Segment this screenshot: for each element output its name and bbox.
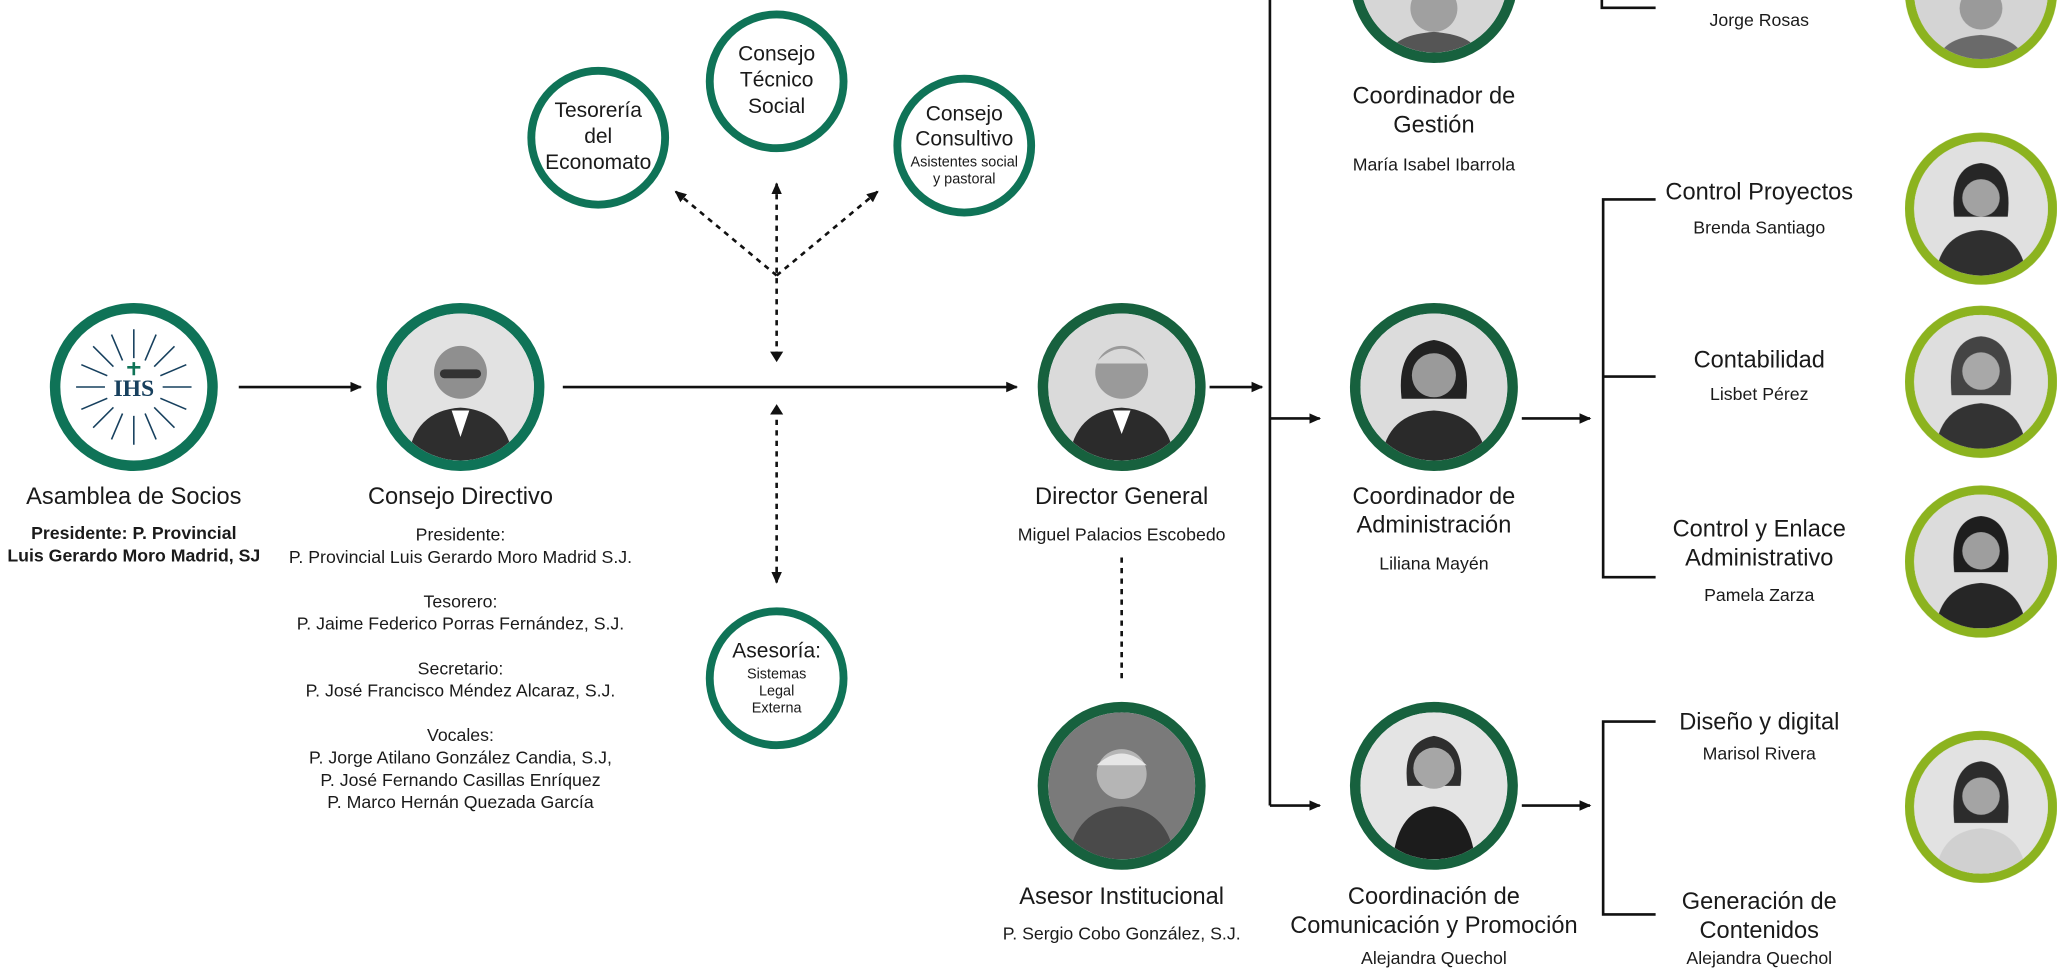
board-vocal-3: P. Marco Hernán Quezada García [327,792,594,813]
design-title: Diseño y digital [1679,708,1840,735]
technical-council-circle: Consejo Técnico Social [705,10,848,153]
dashed-up-right [775,190,879,277]
board-vocal-2: P. José Fernando Casillas Enríquez [320,770,601,790]
dashed-up-left [674,190,778,277]
board-secretary-label: Secretario: [417,658,504,679]
advisory-line-3: Externa [751,700,802,717]
administration-title-1: Coordinador de [1352,482,1516,510]
consultive-sub-1: Asistentes social [910,154,1018,171]
board-treasurer-name: P. Jaime Federico Porras Fernández, S.J. [296,613,625,634]
board-president-label: Presidente: [415,524,506,545]
consultive-sub-2: y pastoral [932,172,996,188]
board-secretary-name: P. José Francisco Méndez Alcaraz, S.J. [305,680,616,701]
accounting-photo [1904,305,2057,458]
board-treasurer-label: Tesorero: [423,591,498,612]
treasury-label-3: Economato [545,152,652,175]
board-president-photo [376,303,545,471]
advisory-line-1: Sistemas [746,666,807,682]
technical-label-1: Consejo [738,43,816,66]
management-title-2: Gestión [1393,111,1475,138]
accounting-name: Lisbet Pérez [1710,384,1809,405]
assembly-title: Asamblea de Socios [26,482,242,510]
director-photo [1037,303,1206,471]
advisor-photo [1037,701,1206,870]
projects-name: Brenda Santiago [1693,217,1826,238]
treasury-label-1: Tesorería [554,99,642,123]
board-president-name: P. Provincial Luis Gerardo Moro Madrid S… [288,547,633,567]
content-title-1: Generación de [1681,888,1837,915]
staff-top-name: Jorge Rosas [1709,10,1809,31]
communication-name: Alejandra Quechol [1361,948,1507,969]
projects-title: Control Proyectos [1665,178,1854,205]
design-name: Marisol Rivera [1702,743,1816,764]
administration-name: Liliana Mayén [1379,553,1489,574]
assembly-logo-circle: IHS [49,303,218,471]
advisory-circle: Asesoría: Sistemas Legal Externa [705,607,848,750]
bracket-comm [1601,720,1656,916]
communication-coordinator-photo [1349,701,1518,870]
communication-title-2: Comunicación y Promoción [1290,911,1578,939]
board-title: Consejo Directivo [367,482,554,510]
advisory-line-2: Legal [758,683,795,700]
administration-title-2: Administración [1356,511,1512,538]
director-title: Director General [1035,482,1209,510]
advisory-title: Asesoría: [732,639,821,663]
management-name: María Isabel Ibarrola [1352,154,1516,175]
liaison-title-2: Administrativo [1685,544,1834,571]
management-title-1: Coordinador de [1352,82,1516,109]
treasury-label-2: del [584,125,613,149]
ihs-logo-text: IHS [113,376,154,402]
assembly-president-line2: Luis Gerardo Moro Madrid, SJ [7,545,261,566]
director-name: Miguel Palacios Escobedo [1017,524,1226,545]
accounting-title: Contabilidad [1693,346,1825,373]
content-name: Alejandra Quechol [1686,948,1833,969]
assembly-president-line1: Presidente: P. Provincial [31,523,237,544]
board-vocal-1: P. Jorge Atilano González Candia, S.J, [309,747,612,768]
bracket-admin [1601,198,1656,579]
advisor-title: Asesor Institucional [1019,882,1225,910]
content-title-2: Contenidos [1699,917,1819,944]
ihs-emblem-icon: IHS [76,329,192,445]
treasury-circle: Tesorería del Economato [527,66,670,209]
technical-label-3: Social [748,95,806,119]
liaison-title-1: Control y Enlace [1672,515,1846,542]
consultive-label-2: Consultivo [915,128,1014,151]
consultive-council-circle: Consejo Consultivo Asistentes social y p… [893,74,1036,217]
bracket-top [1600,0,1656,10]
consultive-label-1: Consejo [925,103,1003,126]
administration-coordinator-photo [1349,303,1518,471]
liaison-photo [1904,485,2057,638]
advisor-name: P. Sergio Cobo González, S.J. [1002,923,1241,944]
technical-label-2: Técnico [739,69,814,92]
projects-photo [1904,132,2057,285]
board-vocales-label: Vocales: [426,725,494,746]
liaison-name: Pamela Zarza [1704,585,1815,605]
communication-title-1: Coordinación de [1347,882,1520,910]
design-photo [1904,730,2057,883]
